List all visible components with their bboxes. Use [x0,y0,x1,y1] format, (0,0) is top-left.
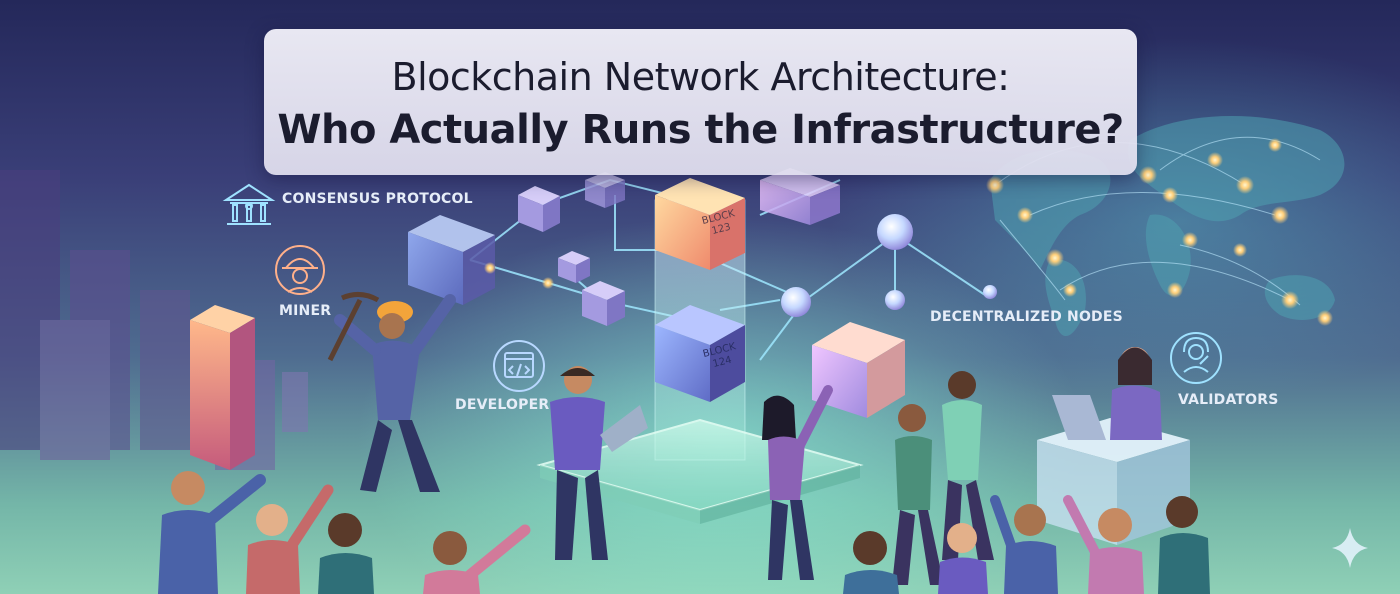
orange-tower [190,305,255,470]
world-nodes [986,138,1333,326]
title-line-2: Who Actually Runs the Infrastructure? [277,107,1124,153]
code-window-icon [493,340,545,392]
cube-small-2 [558,251,590,283]
title-line-1: Blockchain Network Architecture: [391,55,1010,99]
decentralized-nodes-label: DECENTRALIZED NODES [930,309,1123,325]
woman-reaching-person [762,385,833,580]
headset-support-icon [1170,332,1222,384]
miner-helmet-icon [275,245,325,295]
bank-network-icon [222,183,276,225]
cube-top-right [760,168,840,225]
miner-label: MINER [279,303,332,319]
block-123-cube [655,178,745,270]
sparkle-icon [1332,528,1368,568]
consensus-protocol-label: CONSENSUS PROTOCOL [282,191,473,207]
crowd-people [158,471,1210,594]
developer-label: DEVELOPER [455,397,550,413]
network-spheres [484,214,997,317]
group-reaching-person [892,371,994,585]
miner-person [327,292,456,492]
cube-small-1 [518,186,560,232]
title-card: Blockchain Network Architecture: Who Act… [264,29,1137,175]
cube-top-center [585,172,625,208]
cube-left-large [408,215,495,305]
validators-label: VALIDATORS [1178,392,1279,408]
block-124-cube [655,305,745,402]
developer-person [550,366,648,560]
cube-small-3 [582,281,625,326]
validator-person [1052,347,1162,440]
